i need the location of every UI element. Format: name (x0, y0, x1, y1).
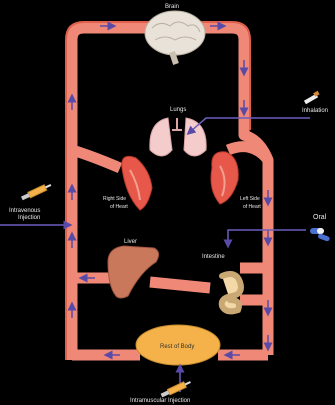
intravenous-label-2: Injection (18, 215, 40, 221)
liver-label: Liver (124, 239, 137, 245)
to-right-heart-vessel (72, 150, 120, 168)
inhalation-label: Inhalation (302, 108, 328, 114)
intestine-organ (222, 274, 241, 311)
rest-of-body-label: Rest of Body (160, 344, 194, 350)
pill-icon (310, 228, 330, 242)
left-heart-label-1: Left Side (240, 196, 260, 202)
intestine-label: Intestine (202, 254, 225, 260)
liver-organ (108, 246, 159, 298)
inhalation-route (190, 91, 320, 132)
lungs-organ (150, 118, 206, 156)
left-heart-label-2: of Heart (243, 204, 261, 210)
intramuscular-route (160, 368, 192, 398)
oral-route (228, 228, 330, 244)
intramuscular-label: Intramuscular Injection (130, 398, 190, 404)
liver-portal-vessel (150, 282, 210, 288)
intravenous-label-1: Intravenous (9, 208, 40, 214)
right-heart-organ (122, 156, 152, 210)
brain-organ (145, 11, 205, 64)
syringe-icon-2 (160, 379, 192, 398)
syringe-icon (21, 182, 53, 201)
right-heart-label-1: Right Side (103, 196, 126, 202)
brain-label: Brain (165, 4, 179, 10)
left-heart-organ (211, 152, 238, 204)
lungs-label: Lungs (170, 107, 186, 113)
oral-label: Oral (313, 214, 327, 221)
right-heart-label-2: of Heart (110, 204, 128, 210)
